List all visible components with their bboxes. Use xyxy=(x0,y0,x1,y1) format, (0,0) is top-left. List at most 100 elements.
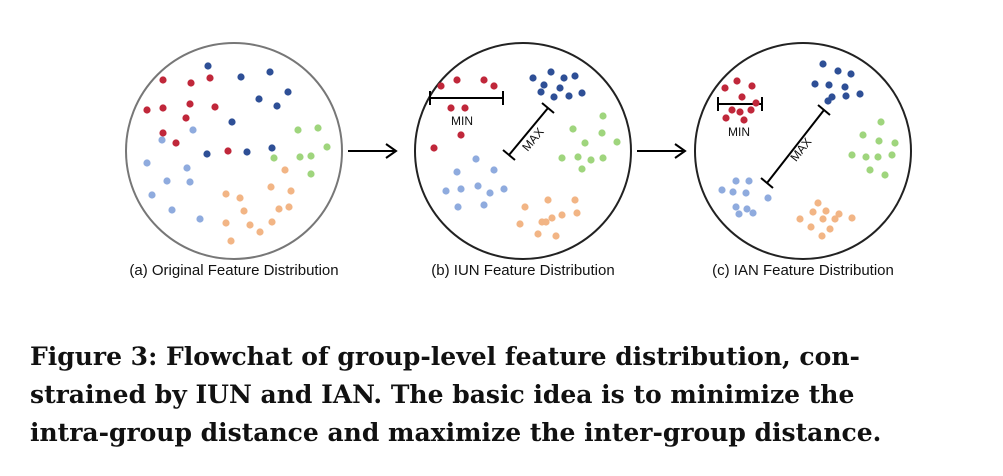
panel-c-red-point xyxy=(748,82,756,90)
panel-a-red-point xyxy=(224,147,232,155)
feature-distribution-diagram: MIN MAX MIN MAX xyxy=(125,42,912,260)
panel-b-blue-point xyxy=(571,72,579,80)
panel-b-red-point xyxy=(437,82,445,90)
panel-b-min-bar xyxy=(429,91,504,105)
panel-b-red-point xyxy=(480,76,488,84)
panel-c-green-point xyxy=(888,151,896,159)
panel-c-orange-point xyxy=(807,223,815,231)
panel-a-green-point xyxy=(270,154,278,162)
panel-a-blue-point xyxy=(268,144,276,152)
panel-b-green-point xyxy=(599,154,607,162)
panel-b-blue-point xyxy=(565,92,573,100)
panel-c-orange-point xyxy=(796,215,804,223)
panel-a-red-point xyxy=(182,114,190,122)
panel-b-max-label: MAX xyxy=(519,125,546,154)
panel-b-red-point xyxy=(430,144,438,152)
panel-b-green-point xyxy=(581,139,589,147)
panel-b-red-point xyxy=(447,104,455,112)
panel-a-orange-point xyxy=(240,207,248,215)
panel-c-green-point xyxy=(859,131,867,139)
caption-line: intra-group distance and maximize the in… xyxy=(30,418,882,447)
panel-c-red-point xyxy=(722,114,730,122)
panel-a-orange-point xyxy=(268,218,276,226)
panel-a-circle xyxy=(125,42,343,260)
panel-b-lightblue-point xyxy=(480,201,488,209)
panel-c-orange-point xyxy=(814,199,822,207)
panel-b-green-point xyxy=(558,154,566,162)
panel-a-orange-point xyxy=(246,221,254,229)
panel-b-max-bar xyxy=(502,102,555,161)
panel-b-lightblue-point xyxy=(457,185,465,193)
panel-b-min-label: MIN xyxy=(451,114,473,128)
panel-c-blue-point xyxy=(842,92,850,100)
panel-a-lightblue-point xyxy=(143,159,151,167)
panel-c-blue-point xyxy=(819,60,827,68)
panel-c-orange-point xyxy=(826,225,834,233)
panel-b-red-point xyxy=(461,104,469,112)
panel-c-green-point xyxy=(881,171,889,179)
panel-b-lightblue-point xyxy=(490,166,498,174)
panel-c-orange-point xyxy=(822,207,830,215)
panel-b-orange-point xyxy=(534,230,542,238)
panel-a-blue-point xyxy=(266,68,274,76)
panel-a-red-point xyxy=(211,103,219,111)
panel-c-blue-point xyxy=(856,90,864,98)
panel-a-orange-point xyxy=(256,228,264,236)
panel-a-blue-point xyxy=(273,102,281,110)
panel-c-red-point xyxy=(721,84,729,92)
panel-a-orange-point xyxy=(222,219,230,227)
feature-points xyxy=(143,60,899,245)
panel-b-green-point xyxy=(569,125,577,133)
panel-c-orange-point xyxy=(819,215,827,223)
panel-b-red-point xyxy=(457,131,465,139)
panel-a-orange-point xyxy=(227,237,235,245)
panel-c-orange-point xyxy=(848,214,856,222)
panel-c-label: (c) IAN Feature Distribution xyxy=(712,262,894,279)
panel-a-green-point xyxy=(294,126,302,134)
panel-b-blue-point xyxy=(556,84,564,92)
panel-b-orange-point xyxy=(548,214,556,222)
panel-c-lightblue-point xyxy=(764,194,772,202)
panel-b-red-point xyxy=(453,76,461,84)
panel-b-orange-point xyxy=(544,196,552,204)
panel-c-lightblue-point xyxy=(743,205,751,213)
panel-c-orange-point xyxy=(809,208,817,216)
arrow-right-icon xyxy=(348,143,398,159)
panel-b-orange-point xyxy=(542,218,550,226)
panel-c-circle xyxy=(694,42,912,260)
panel-c-orange-point xyxy=(831,215,839,223)
panel-b-lightblue-point xyxy=(442,187,450,195)
panel-b-label: (b) IUN Feature Distribution xyxy=(431,262,615,279)
panel-b-blue-point xyxy=(529,74,537,82)
figure-caption: Figure 3: Flowchat of group-level featur… xyxy=(30,338,995,452)
panel-a-lightblue-point xyxy=(168,206,176,214)
panel-b-lightblue-point xyxy=(454,203,462,211)
panel-a-red-point xyxy=(172,139,180,147)
panel-b-green-point xyxy=(599,112,607,120)
panel-c-red-point xyxy=(747,106,755,114)
panel-b-blue-point xyxy=(560,74,568,82)
panel-a-red-point xyxy=(159,104,167,112)
panel-c-max-label: MAX xyxy=(787,135,814,164)
panel-a-red-point xyxy=(186,100,194,108)
panel-a-green-point xyxy=(314,124,322,132)
panel-c-lightblue-point xyxy=(735,210,743,218)
panel-a-red-point xyxy=(187,79,195,87)
panel-b-red-point xyxy=(490,82,498,90)
panel-a-orange-point xyxy=(222,190,230,198)
panel-c-blue-point xyxy=(824,97,832,105)
panel-c-lightblue-point xyxy=(718,186,726,194)
caption-line: Figure 3: Flowchat of group-level featur… xyxy=(30,342,860,371)
panel-a-orange-point xyxy=(285,203,293,211)
panel-c-lightblue-point xyxy=(732,177,740,185)
panel-c-red-point xyxy=(733,77,741,85)
panel-b-orange-point xyxy=(573,209,581,217)
panel-b-orange-point xyxy=(571,196,579,204)
panel-c-green-point xyxy=(875,137,883,145)
panel-c-blue-point xyxy=(834,67,842,75)
panel-a-lightblue-point xyxy=(183,164,191,172)
panel-b-green-point xyxy=(598,129,606,137)
panel-c-green-point xyxy=(874,153,882,161)
caption-line: strained by IUN and IAN. The basic idea … xyxy=(30,380,855,409)
panel-a-blue-point xyxy=(237,73,245,81)
